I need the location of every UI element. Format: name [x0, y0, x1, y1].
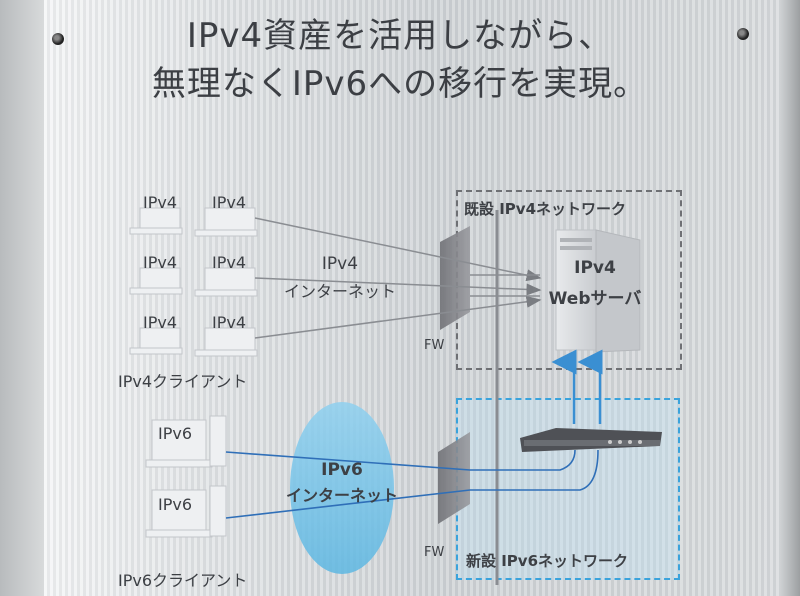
- ipv4-pc-label: IPv4: [212, 193, 247, 212]
- wall-right: [780, 0, 800, 596]
- firewall-top: [440, 226, 470, 330]
- ipv6-internet-label-2: インターネット: [285, 486, 398, 505]
- firewall-bottom: [438, 432, 470, 524]
- firewall-top-label: FW: [424, 338, 445, 353]
- ipv4-pc-label: IPv4: [212, 313, 247, 332]
- title-line-1: IPv4資産を活用しながら、: [186, 16, 614, 56]
- router-icon: [520, 428, 662, 452]
- ipv4-internet-label-1: IPv4: [321, 254, 359, 274]
- ipv4-pc-label: IPv4: [143, 193, 178, 212]
- new-network-label: 新設 IPv6ネットワーク: [466, 552, 629, 570]
- ipv6-pc-label: IPv6: [158, 495, 193, 514]
- web-server-label-2: Webサーバ: [548, 289, 642, 309]
- wall-left: [0, 0, 44, 596]
- existing-network-label: 既設 IPv4ネットワーク: [464, 200, 627, 218]
- title-line-2: 無理なくIPv6への移行を実現。: [151, 64, 649, 104]
- ipv6-pc-group: [145, 415, 227, 538]
- screw-right-icon: [737, 28, 749, 40]
- ipv6-internet-cloud: [290, 402, 394, 574]
- ipv4-pc-label: IPv4: [212, 253, 247, 272]
- ipv6-clients-label: IPv6クライアント: [118, 571, 248, 590]
- ipv4-pc-label: IPv4: [143, 313, 178, 332]
- firewall-bottom-label: FW: [424, 545, 445, 560]
- web-server-icon: [555, 229, 641, 353]
- ipv6-pc-label: IPv6: [158, 424, 193, 443]
- ipv4-internet-label-2: インターネット: [283, 282, 396, 301]
- ipv4-pc-label: IPv4: [143, 253, 178, 272]
- ipv4-clients-label: IPv4クライアント: [118, 372, 248, 391]
- web-server-label-1: IPv4: [574, 258, 616, 278]
- new-network-box: [456, 398, 680, 580]
- screw-left-icon: [52, 33, 64, 45]
- ipv6-internet-label-1: IPv6: [321, 460, 363, 480]
- ipv4-pc-group: [129, 207, 258, 357]
